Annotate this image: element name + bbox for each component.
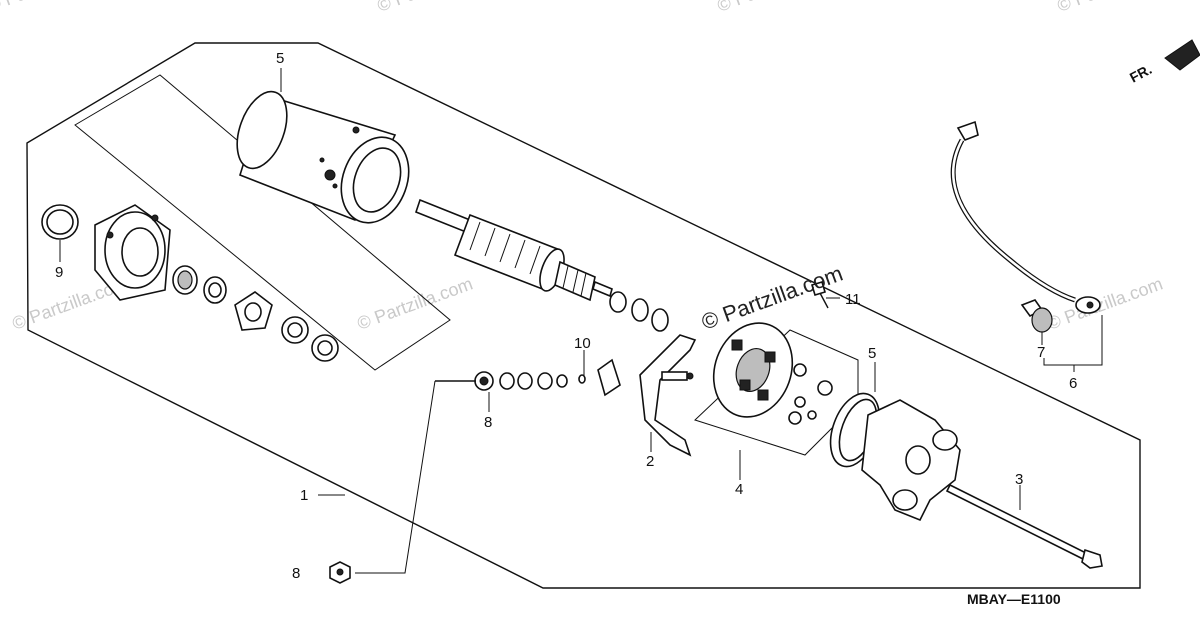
armature-washers: [609, 291, 669, 332]
motor-case: [236, 90, 410, 224]
terminal-hardware: [474, 371, 586, 391]
through-bolt-3: [945, 483, 1103, 569]
assembly-outline: [26, 42, 1141, 589]
brush-assembly-2: [639, 334, 697, 457]
callout-5-top: 5: [276, 50, 284, 67]
callout-2: 2: [646, 453, 654, 470]
callout-11: 11: [845, 291, 861, 308]
callout-1: 1: [300, 487, 308, 504]
bearing: [172, 265, 227, 304]
callout-9: 9: [55, 264, 63, 281]
front-arrow-icon: [1164, 39, 1200, 71]
watermark-text: © Partzilla.com: [355, 273, 476, 333]
rear-cover: [861, 399, 961, 522]
callouts: 5 9 10 8 2 4 5 11 3 7 6 1 8: [55, 50, 1077, 582]
insulator: [597, 358, 621, 397]
brush-holder: [712, 322, 833, 425]
armature: [415, 198, 613, 302]
leader-lines: [59, 68, 1103, 574]
front-cover-group-box: [74, 74, 451, 371]
callout-8-bottom: 8: [292, 565, 300, 582]
callout-4: 4: [735, 481, 743, 498]
front-cover: [94, 204, 171, 301]
watermark-text: © Partzilla.com: [1045, 273, 1166, 333]
bolt-7: [1020, 299, 1053, 333]
callout-8-top: 8: [484, 414, 492, 431]
front-direction-indicator: FR.: [1127, 39, 1200, 86]
starter-cable: [950, 120, 1101, 314]
diagram-code: MBAY—E1100: [967, 591, 1061, 607]
nut-8-bottom: [329, 561, 351, 584]
callout-6: 6: [1069, 375, 1077, 392]
lock-plate: [234, 291, 273, 331]
bolt-11: [811, 281, 829, 309]
callout-7: 7: [1037, 344, 1045, 361]
callout-3: 3: [1015, 471, 1023, 488]
callout-10: 10: [574, 335, 591, 352]
watermark-text: © Partzilla.com: [0, 0, 105, 16]
front-label: FR.: [1127, 61, 1154, 86]
watermark-text: © Partzilla.com: [715, 0, 836, 16]
front-washers: [281, 316, 339, 362]
watermark-text: © Partzilla.com: [375, 0, 496, 16]
callout-5-right: 5: [868, 345, 876, 362]
partzilla-watermark: © Partzilla.com: [698, 261, 846, 335]
o-ring-9: [41, 204, 79, 240]
watermark-text: © Partzilla.com: [1055, 0, 1176, 16]
